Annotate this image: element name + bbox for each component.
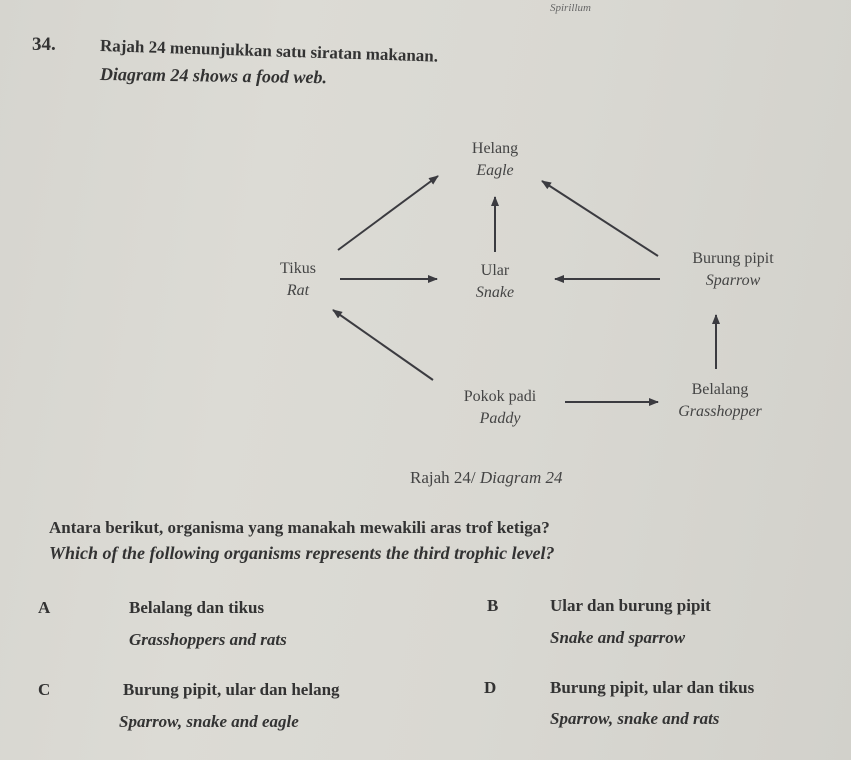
node-paddy: Pokok padi Paddy [440, 386, 560, 430]
option-b-malay: Ular dan burung pipit [550, 596, 711, 615]
arrow-paddy-to-rat [332, 309, 434, 381]
option-d-letter: D [484, 678, 497, 697]
arrow-sparrow-to-eagle [541, 180, 659, 257]
diagram-caption-malay: Rajah 24/ [410, 468, 476, 487]
node-sparrow-english: Sparrow [705, 272, 761, 289]
node-sparrow-malay: Burung pipit [692, 250, 774, 267]
node-grasshopper-malay: Belalang [691, 381, 749, 398]
diagram-caption: Rajah 24/ Diagram 24 [410, 468, 563, 488]
option-b-letter: B [487, 596, 499, 615]
arrow-rat-to-eagle [337, 175, 439, 251]
node-eagle-malay: Helang [471, 140, 519, 157]
node-paddy-english: Paddy [479, 410, 521, 427]
diagram-caption-english: Diagram 24 [479, 468, 563, 487]
option-c-malay: Burung pipit, ular dan helang [123, 680, 340, 699]
question-number: 34. [32, 34, 56, 55]
node-rat-malay: Tikus [280, 260, 316, 277]
option-b-english: Snake and sparrow [550, 628, 686, 647]
node-eagle-english: Eagle [476, 162, 514, 179]
node-grasshopper: Belalang Grasshopper [655, 379, 785, 423]
node-sparrow: Burung pipit Sparrow [668, 248, 798, 292]
option-d-english: Sparrow, snake and rats [550, 709, 720, 728]
node-paddy-malay: Pokok padi [463, 388, 537, 405]
question-stem-english: Which of the following organisms represe… [49, 543, 555, 563]
node-eagle: Helang Eagle [455, 138, 535, 182]
page-corner-label: Spirillum [550, 2, 591, 14]
node-rat-english: Rat [286, 282, 310, 299]
node-snake-english: Snake [475, 284, 515, 301]
node-rat: Tikus Rat [268, 258, 328, 302]
option-a-english: Grasshoppers and rats [129, 630, 287, 649]
option-c-english: Sparrow, snake and eagle [119, 712, 299, 731]
node-snake-malay: Ular [480, 262, 510, 279]
option-a-malay: Belalang dan tikus [129, 598, 265, 617]
option-d-malay: Burung pipit, ular dan tikus [550, 678, 755, 697]
node-snake: Ular Snake [460, 260, 530, 304]
option-c-letter: C [38, 680, 51, 699]
node-grasshopper-english: Grasshopper [678, 403, 762, 420]
option-a-letter: A [38, 598, 51, 617]
question-stem-malay: Antara berikut, organisma yang manakah m… [49, 518, 550, 537]
